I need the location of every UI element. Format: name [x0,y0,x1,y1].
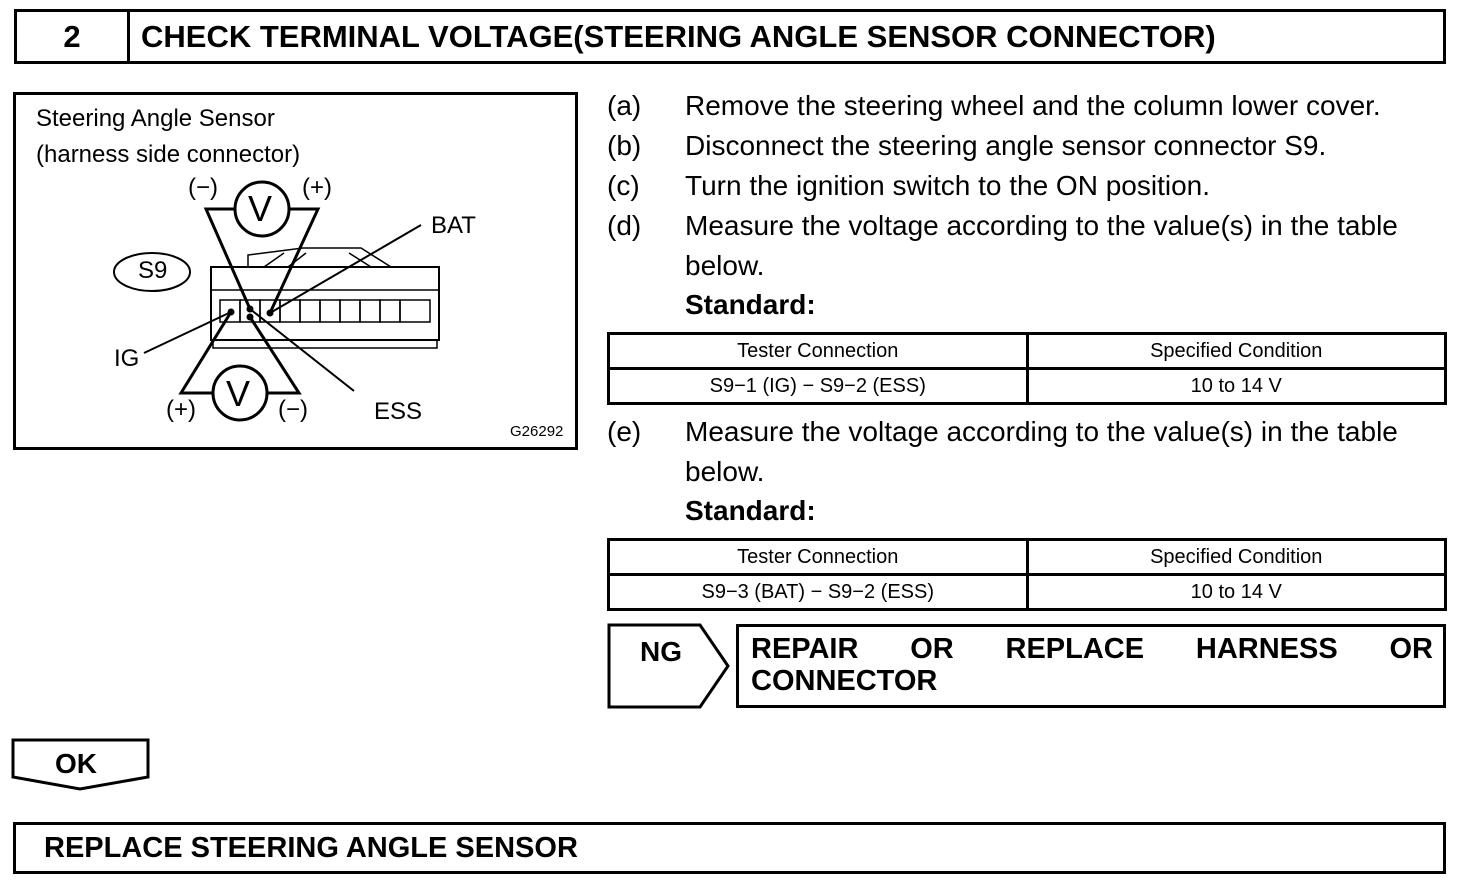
connector-housing [210,266,440,341]
bottom-plus-label: (+) [166,396,196,423]
ng-action-word: HARNESS [1195,633,1338,665]
standard-label-1: Standard: [685,289,816,320]
table-cell: S9−3 (BAT) − S9−2 (ESS) [607,573,1029,611]
step-b-text: Disconnect the steering angle sensor con… [685,130,1327,161]
step-e-text-line2: below. [685,456,765,487]
table-cell: 10 to 14 V [1025,573,1447,611]
ng-action-word: OR [910,633,954,665]
connector-diagram-drawing [113,180,440,422]
top-plus-label: (+) [302,174,332,201]
step-d-letter: (d) [607,210,642,241]
ng-action-word: REPAIR [751,633,859,665]
ok-arrow-shape [11,738,150,791]
step-a-text: Remove the steering wheel and the column… [685,90,1381,121]
bat-label: BAT [431,212,476,239]
step-title: CHECK TERMINAL VOLTAGE(STEERING ANGLE SE… [141,19,1216,54]
spec-table-1: Tester Connection Specified Condition S9… [607,332,1447,405]
ng-action-line1: REPAIR OR REPLACE HARNESS OR [751,633,1433,665]
step-e-text-line1: Measure the voltage according to the val… [685,416,1398,447]
bottom-minus-label: (−) [278,396,308,423]
ng-arrow-shape [607,623,730,709]
figure-title-line1: Steering Angle Sensor [36,105,275,132]
ng-action-box: REPAIR OR REPLACE HARNESS OR CONNECTOR [736,624,1446,708]
step-c-letter: (c) [607,170,640,201]
step-d-text-line2: below. [685,250,765,281]
bottom-voltmeter-symbol: V [226,373,251,414]
connector-diagram: Steering Angle Sensor (harness side conn… [13,92,578,450]
spec-table-2: Tester Connection Specified Condition S9… [607,538,1447,611]
step-number: 2 [17,12,130,61]
terminal-cells [219,299,431,323]
table-header-cell: Specified Condition [1025,332,1447,370]
ng-label: NG [640,636,682,667]
table-row: S9−1 (IG) − S9−2 (ESS) 10 to 14 V [607,367,1447,405]
connector-id-label: S9 [138,257,168,284]
final-action-text: REPLACE STEERING ANGLE SENSOR [44,832,578,864]
ok-label: OK [55,748,97,779]
final-action-box: REPLACE STEERING ANGLE SENSOR [13,822,1446,874]
connector-id-ellipse [113,252,191,292]
step-c-text: Turn the ignition switch to the ON posit… [685,170,1210,201]
table-row: S9−3 (BAT) − S9−2 (ESS) 10 to 14 V [607,573,1447,611]
table-header-row: Tester Connection Specified Condition [607,538,1447,576]
ng-action-word: OR [1389,633,1434,665]
step-header: 2 CHECK TERMINAL VOLTAGE(STEERING ANGLE … [14,9,1446,64]
top-minus-label: (−) [188,174,218,201]
top-voltmeter-symbol: V [248,188,273,229]
table-cell: 10 to 14 V [1025,367,1447,405]
ng-action-word: REPLACE [1005,633,1145,665]
standard-label-2: Standard: [685,495,816,526]
step-d-text-line1: Measure the voltage according to the val… [685,210,1398,241]
step-a-letter: (a) [607,90,642,121]
ess-label: ESS [374,398,423,425]
ig-label: IG [114,345,140,372]
table-header-cell: Specified Condition [1025,538,1447,576]
table-header-row: Tester Connection Specified Condition [607,332,1447,370]
step-b-letter: (b) [607,130,642,161]
figure-title-line2: (harness side connector) [36,141,301,168]
step-e-letter: (e) [607,416,642,447]
table-header-cell: Tester Connection [607,332,1029,370]
table-cell: S9−1 (IG) − S9−2 (ESS) [607,367,1029,405]
table-header-cell: Tester Connection [607,538,1029,576]
ng-action-line2: CONNECTOR [751,665,938,697]
figure-code: G26292 [510,423,564,440]
